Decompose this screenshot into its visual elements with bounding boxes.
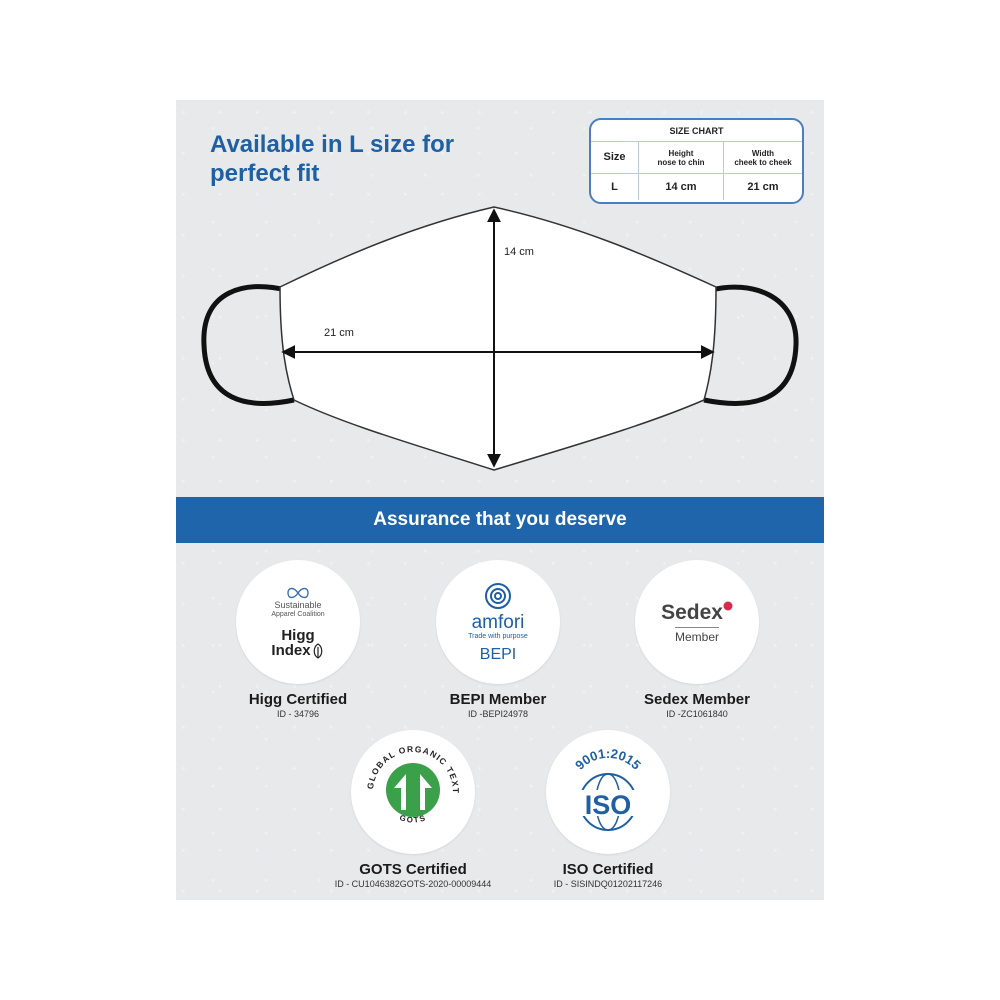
size-chart-header-row: Size Height nose to chin Width cheek to … [591, 142, 802, 174]
sedex-badge: Sedex Member [635, 560, 759, 684]
amfori-tagline: Trade with purpose [468, 632, 528, 640]
width-header-line2: cheek to cheek [734, 157, 792, 167]
headline-line-2: perfect fit [210, 160, 320, 187]
cert-name: Sedex Member [644, 691, 750, 708]
height-value: 14 cm [639, 174, 724, 200]
cert-sedex: Sedex Member Sedex Member ID -ZC1061840 [612, 560, 782, 719]
width-value: 21 cm [747, 180, 779, 193]
size-chart-row: L 14 cm 21 cm [591, 174, 802, 200]
index-label: Index [271, 642, 311, 659]
size-chart-title: SIZE CHART [591, 120, 802, 142]
height-header-line2: nose to chin [657, 157, 705, 167]
right-ear-loop [703, 284, 799, 406]
height-header-line1: Height [668, 148, 694, 158]
gots-bottom-text: GOTS [398, 813, 426, 825]
higg-badge: Sustainable Apparel Coalition Higg Index [236, 560, 360, 684]
mask-illustration: 14 cm 21 cm [201, 206, 799, 471]
sedex-dot-icon [723, 601, 733, 610]
cert-id: ID - CU1046382GOTS-2020-00009444 [334, 879, 492, 889]
headline-line-1: Available in L size for [210, 131, 455, 158]
iso-logo-icon: 9001:2015 ISO [572, 746, 644, 831]
gots-logo-icon: GLOBAL ORGANIC TEXTILE STANDARD GOTS [347, 722, 460, 825]
amfori-badge: amfori Trade with purpose BEPI [436, 560, 560, 684]
size-headline: Available in L size for perfect fit [210, 130, 540, 188]
size-value: L [591, 174, 639, 200]
cert-name: GOTS Certified [359, 861, 467, 878]
height-header: Height nose to chin [639, 142, 724, 173]
width-dimension-label: 21 cm [324, 327, 354, 339]
iso-standard-text: 9001:2015 [572, 746, 644, 773]
cert-bepi: amfori Trade with purpose BEPI BEPI Memb… [413, 560, 583, 719]
sedex-label: Sedex [661, 600, 723, 624]
cert-name: ISO Certified [562, 861, 654, 878]
assurance-banner: Assurance that you deserve [176, 497, 824, 543]
cert-iso: 9001:2015 ISO ISO Certified ID - SISINDQ… [513, 730, 703, 889]
bepi-label: BEPI [479, 645, 517, 663]
cert-gots: GLOBAL ORGANIC TEXTILE STANDARD GOTS GOT… [313, 722, 513, 889]
cert-id: ID - SISINDQ01202117246 [553, 879, 663, 889]
infinity-icon [287, 587, 309, 598]
width-header-line1: Width [751, 148, 775, 158]
height-dimension-label: 14 cm [504, 246, 534, 258]
cert-id: ID -ZC1061840 [666, 709, 728, 719]
amfori-logo-icon [485, 582, 511, 609]
left-ear-loop [201, 284, 295, 406]
sac-sub-label: Apparel Coalition [271, 610, 325, 618]
sac-label: Sustainable [274, 599, 322, 610]
cert-higg: Sustainable Apparel Coalition Higg Index… [213, 560, 383, 719]
cert-name: Higg Certified [248, 691, 348, 708]
cert-id: ID - 34796 [276, 709, 320, 719]
size-header: Size [591, 142, 639, 173]
width-header: Width cheek to cheek [724, 142, 802, 173]
iso-label: ISO [585, 790, 632, 820]
gots-badge: GLOBAL ORGANIC TEXTILE STANDARD GOTS [347, 722, 475, 854]
svg-text:GOTS: GOTS [398, 813, 427, 825]
sedex-member-label: Member [674, 626, 719, 644]
amfori-label: amfori [471, 611, 525, 633]
size-chart-table: SIZE CHART Size Height nose to chin Widt… [589, 118, 804, 204]
higg-label: Higg [281, 626, 315, 644]
iso-badge: 9001:2015 ISO [546, 730, 670, 854]
cert-name: BEPI Member [449, 691, 547, 708]
product-info-card: Available in L size for perfect fit SIZE… [176, 100, 824, 900]
cert-id: ID -BEPI24978 [467, 709, 529, 719]
leaf-icon [313, 642, 322, 659]
svg-text:9001:2015: 9001:2015 [572, 746, 644, 773]
